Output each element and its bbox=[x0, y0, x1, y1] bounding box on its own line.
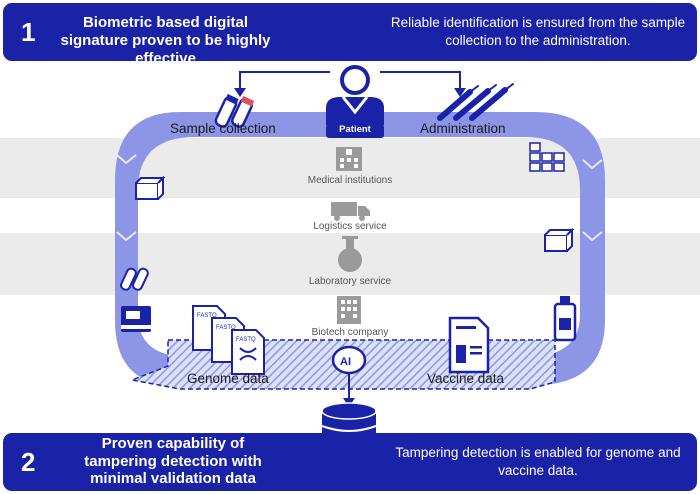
syringes-icon bbox=[437, 83, 514, 121]
process-loop bbox=[115, 112, 605, 385]
lab-tubes-icon bbox=[120, 267, 149, 291]
administration-label: Administration bbox=[420, 121, 506, 136]
building-icon bbox=[337, 296, 361, 324]
fastq-tag-3: FASTQ bbox=[236, 337, 256, 343]
test-tubes-icon bbox=[214, 94, 255, 128]
stakeholder-laboratory-label: Laboratory service bbox=[308, 276, 392, 287]
banner1-description: Reliable identification is ensured from … bbox=[390, 15, 686, 48]
vaccine-data-label: Vaccine data bbox=[427, 371, 505, 386]
arrow-head-right bbox=[454, 88, 466, 97]
flask-icon bbox=[338, 236, 362, 272]
banner2-title: Proven capability of tampering detection… bbox=[84, 435, 262, 487]
flow-chevrons bbox=[116, 154, 603, 242]
stakeholder-medical-label: Medical institutions bbox=[307, 175, 393, 186]
header-banner-2: 2 Proven capability of tampering detecti… bbox=[3, 433, 697, 491]
ai-brain-icon: AI bbox=[331, 345, 367, 375]
sample-collection-label: Sample collection bbox=[170, 121, 276, 136]
genome-data-label: Genome data bbox=[187, 371, 269, 386]
fastq-tag-1: FASTQ bbox=[197, 313, 217, 319]
truck-icon bbox=[331, 202, 370, 221]
vial-icon bbox=[553, 296, 577, 342]
lab-machine-icon bbox=[121, 306, 151, 332]
package-icon-right bbox=[544, 227, 575, 252]
patient-connectors bbox=[239, 71, 461, 90]
banner2-description: Tampering detection is enabled for genom… bbox=[395, 445, 681, 478]
patient-label: Patient bbox=[339, 124, 371, 135]
header-banner-1: 1 Biometric based digital signature prov… bbox=[3, 3, 697, 67]
fastq-tag-2: FASTQ bbox=[216, 325, 236, 331]
ai-badge-text: AI bbox=[340, 356, 351, 368]
fastq-documents-icon: FASTQ FASTQ FASTQ bbox=[192, 305, 265, 375]
stakeholder-biotech-label: Biotech company bbox=[311, 327, 389, 338]
arrow-head-left bbox=[234, 88, 246, 97]
stakeholder-logistics-label: Logistics service bbox=[313, 221, 387, 232]
package-icon-left bbox=[135, 175, 166, 200]
patient-icon bbox=[326, 65, 384, 138]
vaccine-document-icon bbox=[448, 316, 490, 374]
hospital-icon bbox=[336, 147, 362, 171]
banner1-title: Biometric based digital signature proven… bbox=[60, 14, 271, 67]
boxes-stack-icon bbox=[529, 142, 565, 172]
banner1-number: 1 bbox=[21, 17, 36, 47]
banner2-number: 2 bbox=[21, 447, 36, 477]
